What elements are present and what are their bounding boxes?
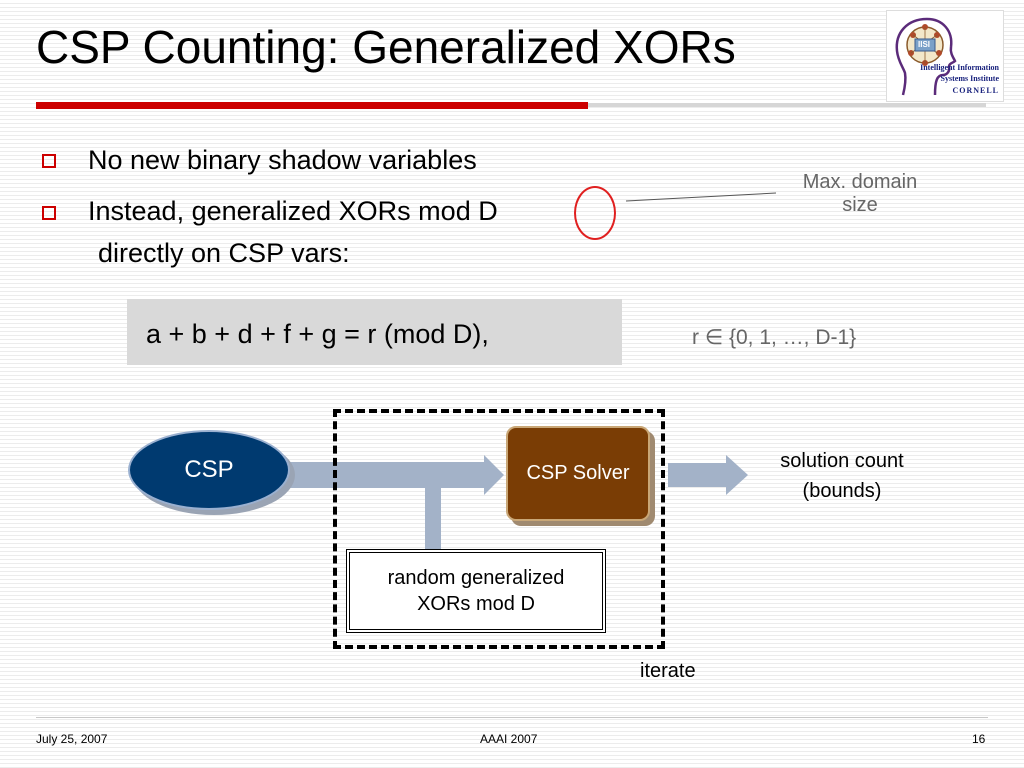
logo-text-line2: Systems Institute (940, 74, 999, 83)
logo-text-line1: Intelligent Information (920, 63, 999, 72)
footer-page-number: 16 (972, 732, 986, 746)
bullet-square-icon (42, 206, 56, 220)
csp-node: CSP (128, 430, 290, 510)
footer-conference: AAAI 2007 (480, 732, 538, 746)
bullet-square-icon (42, 154, 56, 168)
xor-label-line2: XORs mod D (417, 593, 535, 615)
title-underline-gray (588, 103, 986, 107)
bullet-text-2-continuation: directly on CSP vars: (98, 238, 350, 268)
footer-date: July 25, 2007 (36, 732, 108, 746)
iterate-region (333, 409, 665, 649)
callout-max-domain: Max. domain size (760, 171, 960, 217)
callout-line2: size (842, 194, 878, 216)
iisi-logo: IISI Intelligent Information Systems Ins… (886, 10, 1004, 102)
footer-rule (36, 717, 988, 718)
csp-solver-node: CSP Solver (506, 426, 650, 521)
csp-label: CSP (184, 456, 234, 483)
equation-box (127, 299, 622, 365)
arrow-solver-to-output (668, 455, 748, 495)
domain-highlight-circle (574, 186, 616, 240)
output-line1: solution count (780, 450, 904, 472)
slide-title: CSP Counting: Generalized XORs (36, 21, 736, 73)
equation-text: a + b + d + f + g = r (mod D), (146, 319, 489, 349)
arrow-csp-to-solver (290, 455, 504, 495)
head-profile-icon (895, 17, 957, 96)
bullet-text-2: Instead, generalized XORs mod D (88, 196, 498, 226)
callout-line1: Max. domain (802, 171, 918, 193)
output-line2: (bounds) (802, 480, 882, 502)
random-xor-node: random generalized XORs mod D (346, 549, 606, 633)
logo-badge: IISI (918, 40, 931, 49)
logo-text-line3: CORNELL (952, 86, 999, 95)
range-text: r ∈ {0, 1, …, D-1} (692, 326, 857, 349)
arrow-xor-feed (425, 478, 441, 549)
title-underline-red (36, 102, 588, 109)
iterate-label: iterate (640, 660, 696, 682)
csp-solver-label: CSP Solver (526, 462, 630, 484)
solution-count-label: solution count (bounds) (752, 446, 932, 506)
xor-label-line1: random generalized (387, 567, 565, 589)
bullet-text-1: No new binary shadow variables (88, 145, 477, 175)
